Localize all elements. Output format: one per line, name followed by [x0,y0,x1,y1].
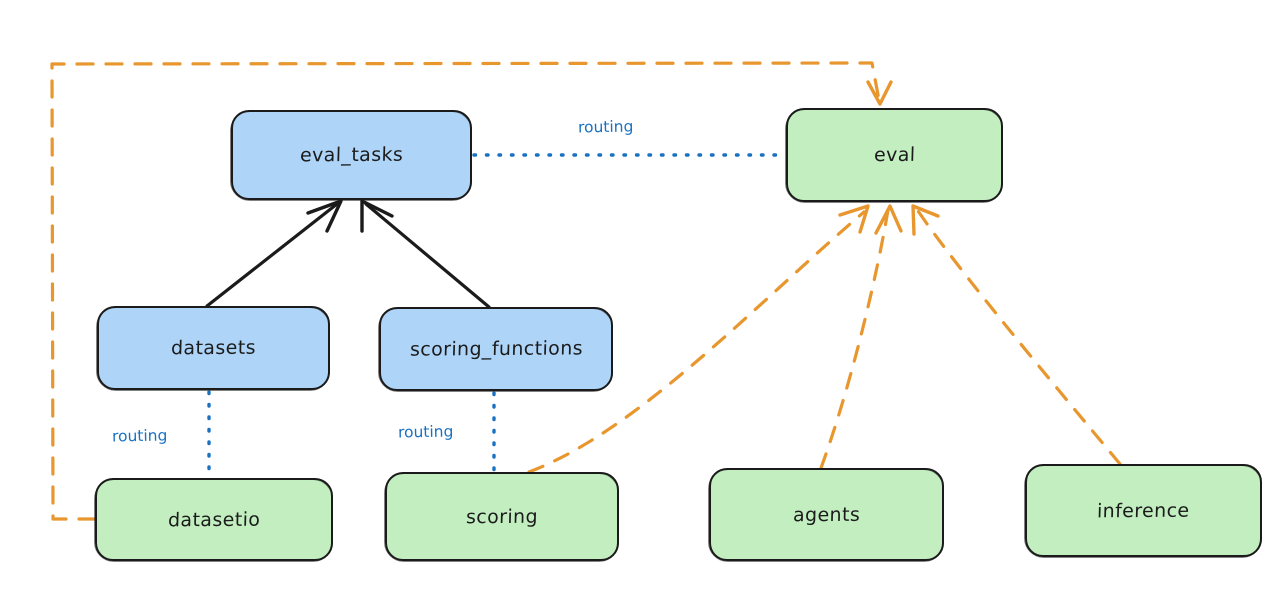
node-scoring[interactable]: scoring [384,472,619,562]
node-datasetio[interactable]: datasetio [94,478,333,562]
edge-inference-to-eval [911,204,1122,466]
node-inference[interactable]: inference [1024,464,1262,558]
node-eval-tasks[interactable]: eval_tasks [230,110,472,201]
node-label-datasetio: datasetio [167,508,261,531]
node-label-eval-tasks: eval_tasks [299,143,404,167]
node-label-eval: eval [873,143,916,167]
edge-label-routing-datasets: routing [111,426,168,446]
node-label-agents: agents [792,503,861,526]
edge-label-routing-eval-tasks: routing [577,117,634,137]
node-label-datasets: datasets [170,336,257,360]
node-label-scoring: scoring [465,505,539,528]
edge-datasetio-to-eval [50,61,893,521]
node-scoring-functions[interactable]: scoring_functions [378,307,613,392]
edge-scoring-to-eval [527,204,870,474]
edge-agents-to-eval [819,204,903,470]
node-label-inference: inference [1096,499,1191,522]
edge-scoring-functions-to-eval-tasks [360,199,491,309]
node-agents[interactable]: agents [708,468,944,562]
node-label-scoring-functions: scoring_functions [409,337,583,361]
edge-datasets-to-eval-tasks [205,199,343,308]
node-datasets[interactable]: datasets [96,306,330,391]
node-eval[interactable]: eval [785,108,1003,203]
edge-label-routing-scoring-functions: routing [397,422,454,442]
